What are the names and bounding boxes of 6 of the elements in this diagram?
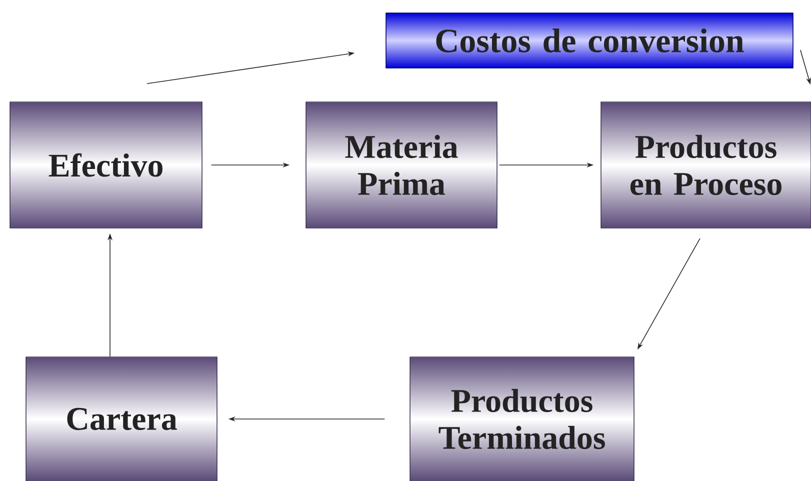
process-box: Productos Terminados xyxy=(410,356,634,481)
process-box: Cartera xyxy=(26,356,218,481)
process-box: Efectivo xyxy=(10,102,202,228)
process-box: Materia Prima xyxy=(306,102,498,228)
process-box: Productos en Proceso xyxy=(600,102,811,228)
process-box: Costos de conversion xyxy=(386,12,794,68)
